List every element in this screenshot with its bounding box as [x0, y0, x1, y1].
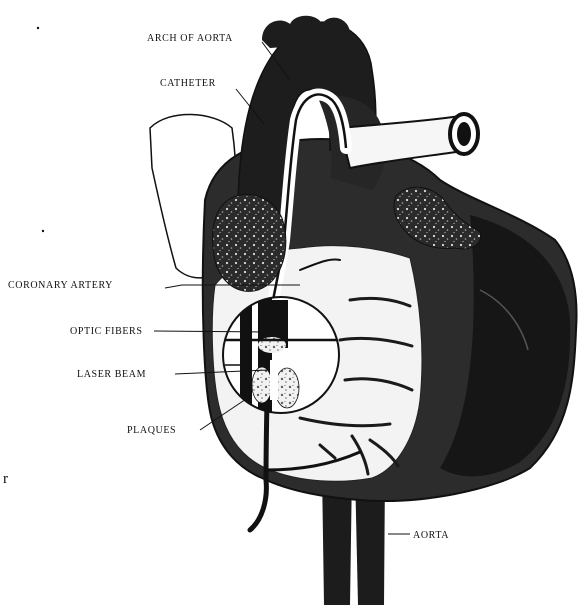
plaque-lower-right — [275, 368, 299, 408]
stray-letter: r — [3, 471, 8, 487]
stray-dot — [42, 230, 44, 232]
label-aorta: AORTA — [413, 530, 449, 541]
label-catheter: CATHETER — [160, 78, 216, 89]
plaque-lower-left — [252, 367, 272, 403]
label-coronary-artery: CORONARY ARTERY — [8, 280, 113, 291]
stray-dot — [37, 27, 39, 29]
laser-beam — [270, 360, 278, 400]
label-optic-fibers: OPTIC FIBERS — [70, 326, 143, 337]
label-plaques: PLAQUES — [127, 425, 176, 436]
label-arch-of-aorta: ARCH OF AORTA — [147, 33, 233, 44]
label-laser-beam: LASER BEAM — [77, 369, 146, 380]
left-auricle — [213, 194, 286, 291]
